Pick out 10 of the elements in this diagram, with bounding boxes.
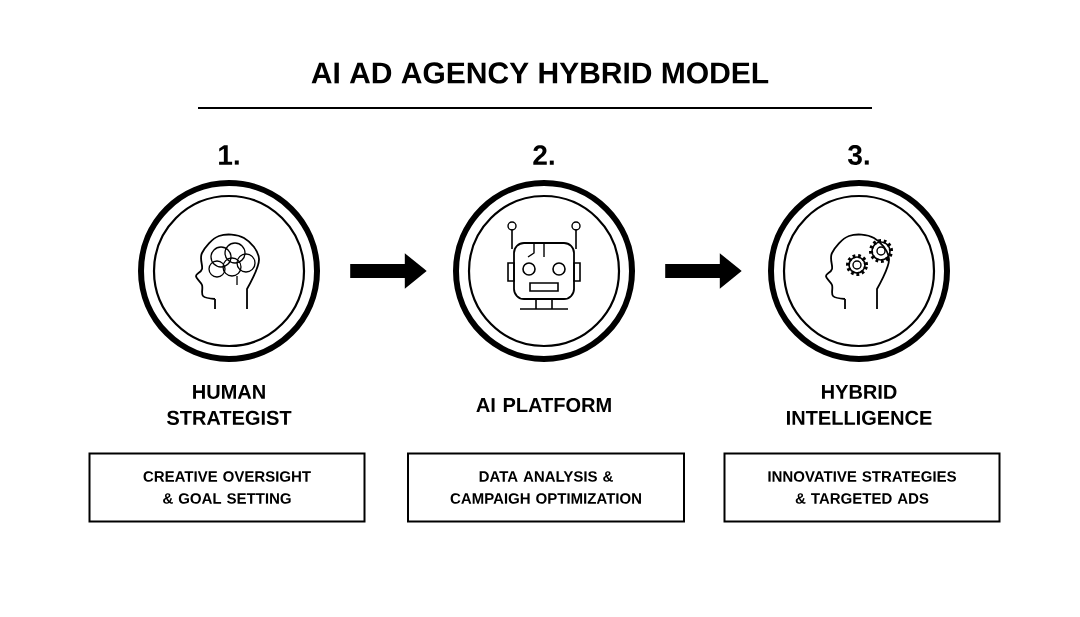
title: AI AD AGENCY HYBRID MODEL	[311, 62, 769, 84]
description-box: CREATIVE OVERSIGHT & GOAL SETTING	[88, 452, 366, 523]
node-label: 2.	[533, 145, 554, 165]
node-label: HUMAN STRATEGIST	[166, 385, 292, 425]
node-label: 1.	[219, 145, 239, 165]
node-label: AI PLATFORM	[476, 397, 611, 413]
description-box: DATA ANALYSIS & CAMPAIGH OPTIMIZATION	[407, 452, 685, 523]
node-label: HYBRID INTELLIGENCE	[787, 385, 932, 425]
node-label: 3.	[847, 145, 869, 165]
description-box: INNOVATIVE STRATEGIES & TARGETED ADS	[723, 452, 1001, 523]
